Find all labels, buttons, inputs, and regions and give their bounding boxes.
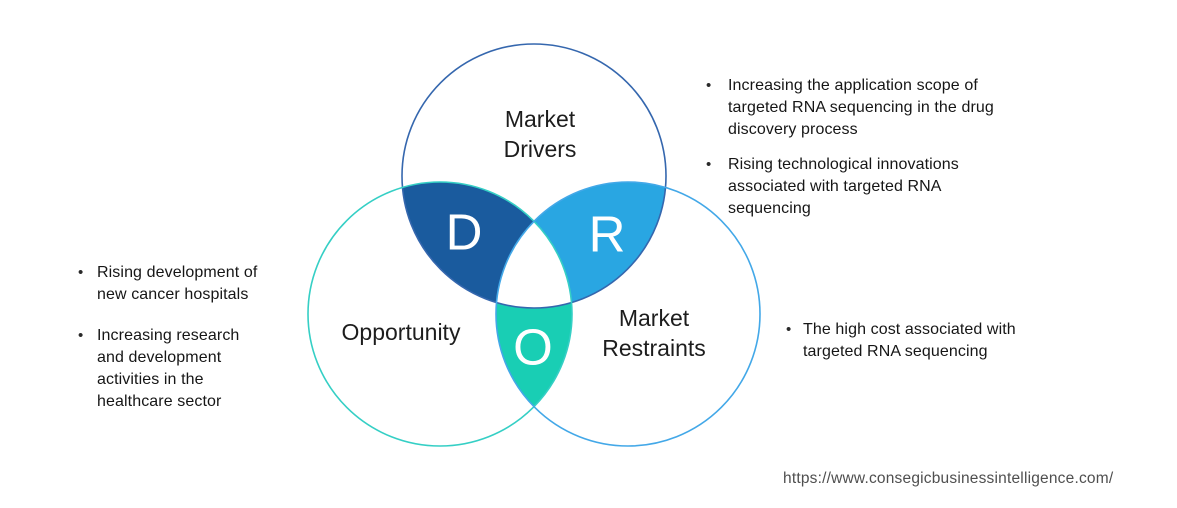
bullet-icon: • [706,77,712,94]
overlap-drivers-restraints [496,182,666,308]
bullet-list-restraints: • The high cost associated with targeted… [786,319,1016,363]
bullet-icon: • [78,327,84,344]
circle-drivers-outline [401,43,667,309]
label-market-drivers: Market Drivers [503,106,577,162]
bullet-icon: • [706,156,712,173]
bullet-icon: • [78,264,84,281]
overlap-drivers-opportunity [402,182,572,308]
list-item: • The high cost associated with targeted… [786,319,1016,363]
circle-opportunity-outline [307,181,573,447]
letter-o-opportunity: O [513,318,553,376]
bullet-text: The high cost associated with targeted R… [803,321,1016,360]
bullet-list-drivers: • Increasing the application scope of ta… [706,75,994,220]
label-opportunity: Opportunity [341,319,461,345]
bullet-text: Increasing the application scope of targ… [728,77,994,138]
list-item: • Rising development of new cancer hospi… [78,262,257,306]
source-url: https://www.consegicbusinessintelligence… [783,470,1114,487]
list-item: • Increasing the application scope of ta… [706,75,994,141]
letter-d-drivers: D [445,203,483,261]
bullet-list-opportunity: • Rising development of new cancer hospi… [78,262,257,413]
label-market-restraints: Market Restraints [602,305,706,361]
bullet-text: Rising development of new cancer hospita… [97,264,258,303]
list-item: • Rising technological innovations assoc… [706,154,994,220]
bullet-icon: • [786,321,792,338]
letter-r-restraints: R [588,205,626,263]
list-item: • Increasing research and development ac… [78,325,257,413]
circle-restraints-outline [495,181,761,447]
bullet-text: Increasing research and development acti… [97,327,240,410]
bullet-text: Rising technological innovations associa… [728,156,959,217]
